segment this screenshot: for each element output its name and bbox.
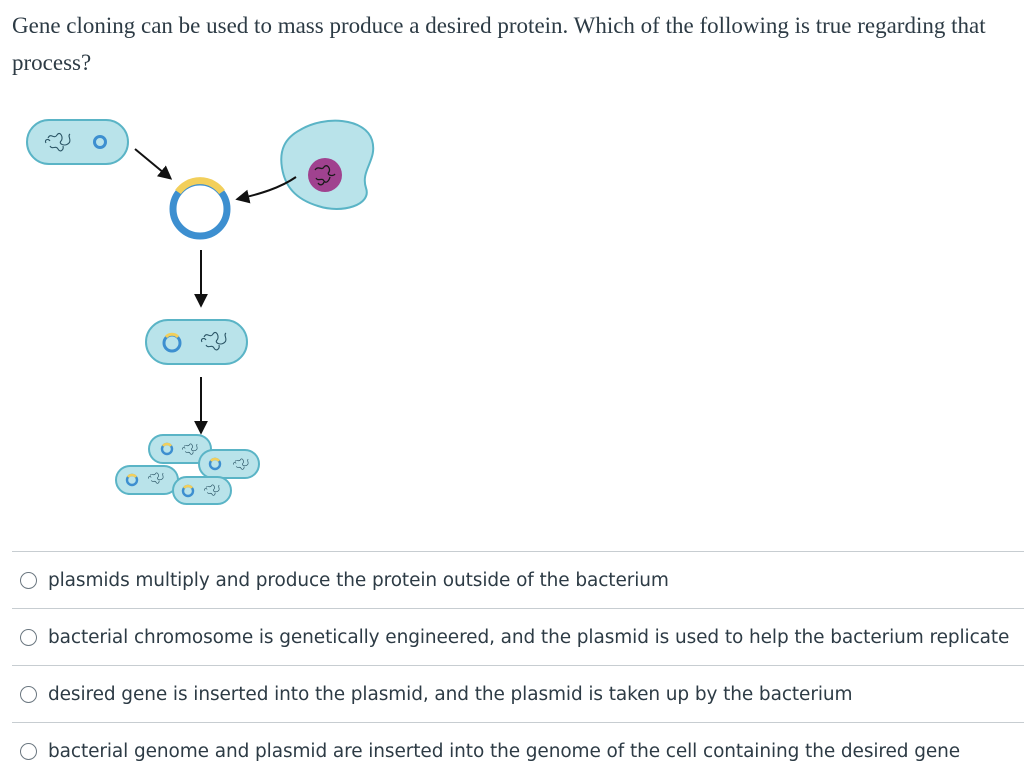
answer-label: desired gene is inserted into the plasmi… xyxy=(48,683,853,705)
answer-label: bacterial genome and plasmid are inserte… xyxy=(48,740,961,762)
bacterium-icon xyxy=(198,449,260,479)
answer-label: bacterial chromosome is genetically engi… xyxy=(48,626,1010,648)
answer-option[interactable]: desired gene is inserted into the plasmi… xyxy=(12,665,1024,722)
answer-option[interactable]: bacterial chromosome is genetically engi… xyxy=(12,608,1024,665)
radio-button[interactable] xyxy=(20,742,37,760)
bacterium-icon xyxy=(148,434,212,464)
bacterium-icon xyxy=(26,119,129,165)
eukaryotic-cell-icon xyxy=(280,119,375,210)
answer-label: plasmids multiply and produce the protei… xyxy=(48,569,669,591)
radio-button[interactable] xyxy=(20,571,37,589)
plasmid-icon xyxy=(169,177,231,240)
radio-button[interactable] xyxy=(20,685,37,703)
bacterium-icon xyxy=(115,465,179,495)
bacterium-icon xyxy=(145,319,248,365)
question-text: Gene cloning can be used to mass produce… xyxy=(12,13,986,75)
arrow-icon xyxy=(235,176,297,204)
answer-list: plasmids multiply and produce the protei… xyxy=(12,551,1024,779)
arrow-icon xyxy=(134,148,173,180)
answer-option[interactable]: plasmids multiply and produce the protei… xyxy=(12,551,1024,608)
radio-button[interactable] xyxy=(20,628,37,646)
bacterium-icon xyxy=(172,476,232,505)
answer-option[interactable]: bacterial genome and plasmid are inserte… xyxy=(12,722,1024,779)
gene-cloning-diagram xyxy=(26,119,375,505)
